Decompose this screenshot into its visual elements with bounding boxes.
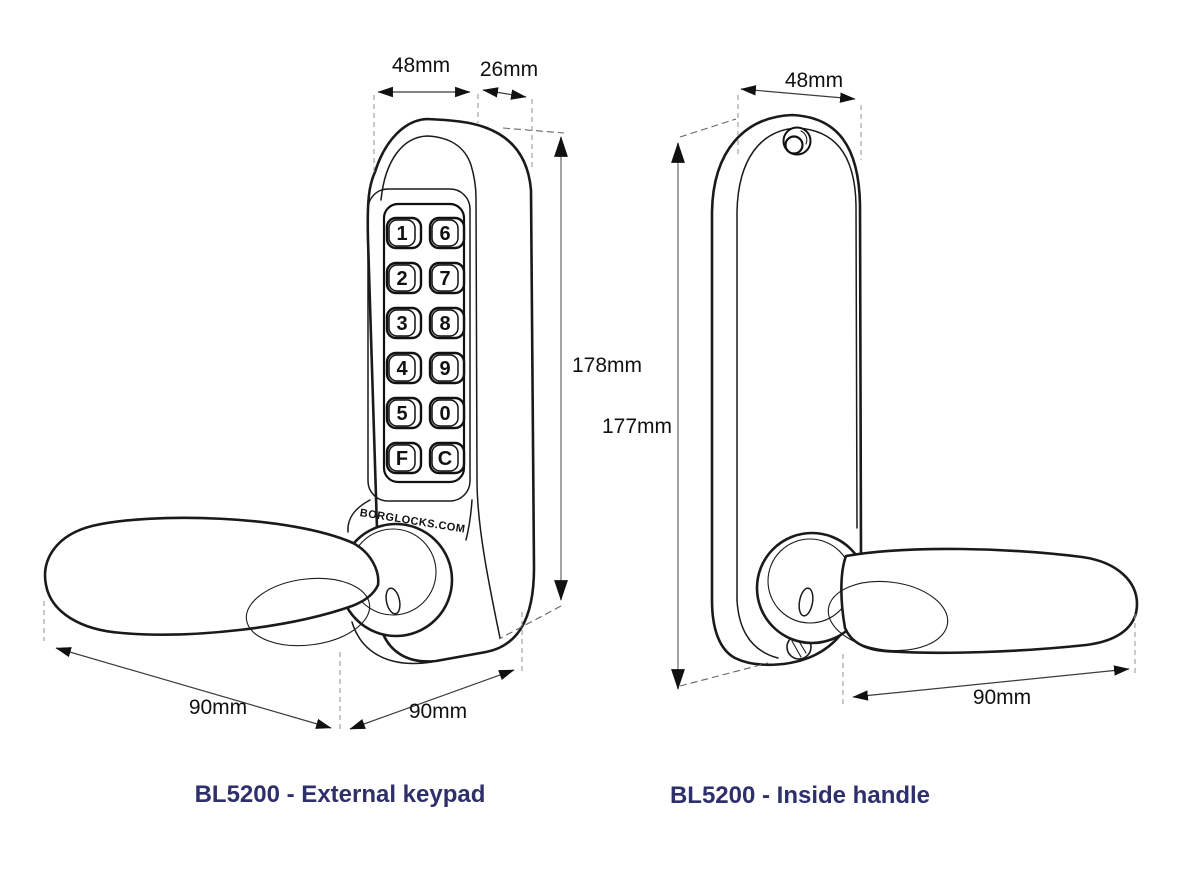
keypad-key-label: 0 <box>439 403 450 425</box>
keypad-key: 1 <box>385 216 423 250</box>
screw-icon <box>782 126 812 156</box>
dimension-body-width: 48mm <box>373 54 479 172</box>
dimension-plate-width: 48mm <box>737 69 862 160</box>
neck-contour-right <box>465 499 473 541</box>
external-keypad-caption: BL5200 - External keypad <box>195 781 486 808</box>
lever-handle <box>840 547 1139 655</box>
keypad-panel-outer <box>367 188 471 502</box>
keypad-key-label: 5 <box>396 403 407 425</box>
keypad-key-label: 8 <box>439 313 450 335</box>
keypad: 1 6 2 7 3 <box>385 216 466 475</box>
dim-label-body-depth: 26mm <box>480 58 538 81</box>
dimension-body-depth: 26mm <box>480 58 538 167</box>
dim-label-plate-height: 177mm <box>602 415 672 438</box>
spindle-button <box>798 587 814 617</box>
keypad-key-label: 7 <box>439 268 450 290</box>
keypad-key: 2 <box>385 261 423 295</box>
keypad-key: 5 <box>385 396 423 430</box>
keypad-key-label: 1 <box>396 223 407 245</box>
plate-inner-bottom <box>736 599 779 659</box>
dimension-plate-height: 177mm <box>602 118 769 690</box>
inside-handle-figure: 48mm 177mm 90mm BL5200 - Inside handle <box>602 69 1139 809</box>
keypad-key: 9 <box>428 351 466 385</box>
handle-highlight <box>827 580 949 652</box>
keypad-key: 7 <box>428 261 466 295</box>
boss-collar <box>351 621 433 665</box>
dim-label-plate-width: 48mm <box>785 69 843 92</box>
keypad-key-label: 9 <box>439 358 450 380</box>
keypad-key: 3 <box>385 306 423 340</box>
dimension-body-height: 178mm <box>498 127 642 640</box>
keypad-key: 6 <box>428 216 466 250</box>
handle-highlight <box>245 577 371 647</box>
lever-handle <box>43 516 380 636</box>
inside-handle-caption: BL5200 - Inside handle <box>670 782 930 809</box>
keypad-key-label: C <box>438 448 452 470</box>
external-keypad-figure: 1 6 2 7 3 <box>43 54 642 808</box>
keypad-key-label: 2 <box>396 268 407 290</box>
dimension-handle-projection: 90mm <box>349 612 523 730</box>
dimension-handle-length: 90mm <box>43 601 341 733</box>
spindle-button <box>385 587 401 615</box>
dimension-handle-length: 90mm <box>842 614 1136 709</box>
keypad-key: 0 <box>428 396 466 430</box>
keypad-key-label: 4 <box>396 358 408 380</box>
neck-contour-left <box>347 499 371 533</box>
keypad-key-label: 6 <box>439 223 450 245</box>
keypad-key: 8 <box>428 306 466 340</box>
keypad-key-label: F <box>396 448 408 470</box>
dim-label-body-height: 178mm <box>572 354 642 377</box>
keypad-key: C <box>428 441 466 475</box>
dim-label-handle-length: 90mm <box>189 696 247 719</box>
keypad-key: F <box>385 441 423 475</box>
keypad-key: 4 <box>385 351 423 385</box>
dim-label-handle-length: 90mm <box>973 686 1031 709</box>
dim-label-body-width: 48mm <box>392 54 450 77</box>
keypad-key-label: 3 <box>396 313 407 335</box>
dim-label-handle-projection: 90mm <box>409 700 467 723</box>
front-face-seam <box>380 135 501 639</box>
